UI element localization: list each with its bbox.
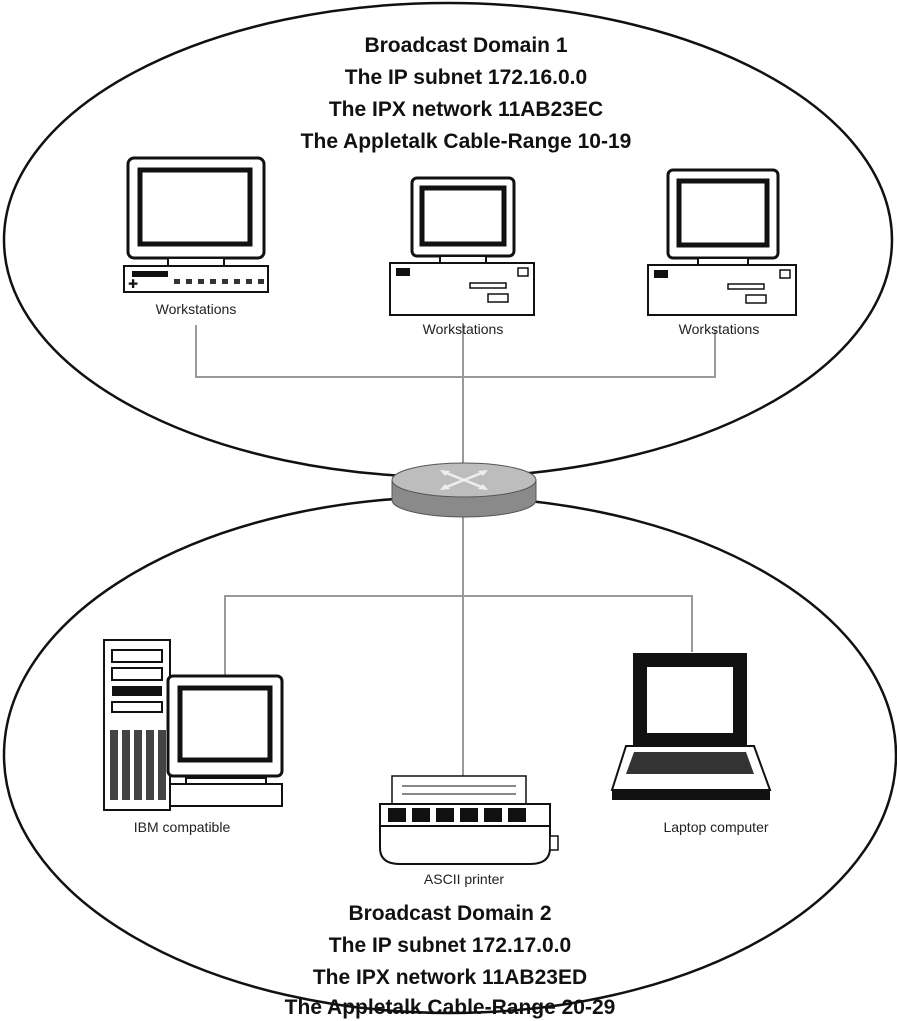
domain-2-ip-subnet: The IP subnet 172.17.0.0: [329, 934, 571, 957]
workstation-right-label: Workstations: [679, 321, 760, 337]
domain-1-info: Broadcast Domain 1 The IP subnet 172.16.…: [301, 34, 632, 153]
router-icon: [391, 462, 537, 518]
laptop-label: Laptop computer: [663, 819, 768, 835]
domain-1-ip-subnet: The IP subnet 172.16.0.0: [345, 66, 587, 89]
workstation-right-icon: [647, 168, 797, 316]
ibm-compatible-label: IBM compatible: [134, 819, 231, 835]
ascii-printer-icon: [379, 775, 559, 865]
workstation-left-icon: ✚: [123, 156, 269, 293]
domain1-link: [195, 325, 716, 378]
domain-2-title: Broadcast Domain 2: [348, 902, 551, 925]
domain-1-title: Broadcast Domain 1: [364, 34, 567, 57]
domain-1-ipx-network: The IPX network 11AB23EC: [329, 98, 603, 121]
workstation-left-label: Workstations: [156, 301, 237, 317]
workstation-center-label: Workstations: [423, 321, 504, 337]
ascii-printer-label: ASCII printer: [424, 871, 504, 887]
domain-2-info: Broadcast Domain 2 The IP subnet 172.17.…: [285, 902, 616, 1019]
network-links: [195, 323, 716, 782]
laptop-icon: [610, 653, 772, 800]
domain-1-appletalk-range: The Appletalk Cable-Range 10-19: [301, 130, 632, 153]
ibm-compatible-icon: [103, 639, 284, 811]
domain-2-ipx-network: The IPX network 11AB23ED: [313, 966, 587, 989]
workstation-center-icon: [389, 176, 535, 316]
svg-text:✚: ✚: [128, 277, 138, 291]
domain2-link: [224, 595, 693, 676]
domain-2-appletalk-range: The Appletalk Cable-Range 20-29: [285, 996, 616, 1019]
